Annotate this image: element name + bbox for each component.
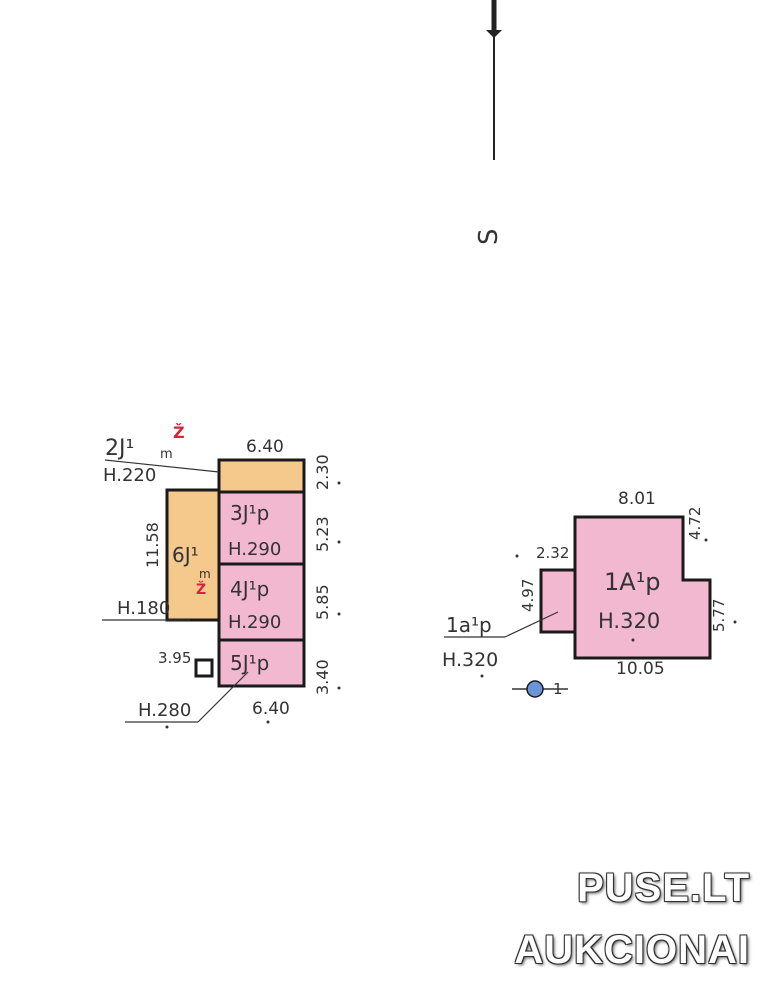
north-arrow-icon xyxy=(486,0,502,160)
label-annex-code: 1a¹p xyxy=(446,613,492,637)
label-5j1-height: H.280 xyxy=(138,700,191,721)
label-3j1-code: 3J¹p xyxy=(230,501,269,525)
dim-rb-annex-top: 2.32 xyxy=(536,544,569,562)
annex-1a1 xyxy=(539,568,577,634)
label-6j1-height: H.180 xyxy=(117,598,170,619)
building-1a1 xyxy=(573,515,712,660)
block-2j1 xyxy=(217,458,306,494)
block-4j1 xyxy=(217,562,306,642)
label-1a1-height: H.320 xyxy=(598,609,660,633)
north-arrow-label: S xyxy=(474,228,504,245)
small-annex xyxy=(194,658,214,678)
dim-rb-right-top: 4.72 xyxy=(686,507,704,540)
dim-right-3: 5.85 xyxy=(313,584,332,620)
dim-rb-top: 8.01 xyxy=(618,489,656,509)
dim-right-4: 3.40 xyxy=(313,659,332,695)
dim-rb-right: 5.77 xyxy=(710,599,728,632)
survey-marker-icon xyxy=(512,680,568,698)
dim-left-bottom: 6.40 xyxy=(252,699,290,719)
dim-rb-annex-side: 4.97 xyxy=(519,579,537,612)
dim-right-1: 2.30 xyxy=(313,454,332,490)
label-6j1-suffix: m xyxy=(199,567,211,581)
label-2j1-suffix: m xyxy=(160,447,173,462)
label-2j1-code: 2J¹ xyxy=(105,436,134,461)
label-1a1-code: 1A¹p xyxy=(604,568,661,596)
block-3j1 xyxy=(217,490,306,566)
dim-right-2: 5.23 xyxy=(313,516,332,552)
block-5j1 xyxy=(217,638,306,688)
dim-left-top: 6.40 xyxy=(246,437,284,457)
dim-rb-bottom: 10.05 xyxy=(616,659,665,679)
label-4j1-height: H.290 xyxy=(228,612,281,633)
label-5j1-code: 5J¹p xyxy=(230,651,269,675)
red-mark-2j1: Ž xyxy=(173,423,185,442)
label-6j1-code: 6J¹ xyxy=(172,543,199,567)
dim-left-length: 11.58 xyxy=(143,522,162,568)
red-mark-6j1: Ž xyxy=(196,581,206,598)
dim-left-small: 3.95 xyxy=(158,649,191,667)
marker-label: 1 xyxy=(553,680,563,698)
label-4j1-code: 4J¹p xyxy=(230,577,269,601)
label-annex-height: H.320 xyxy=(442,649,498,671)
watermark-line-1: PUSE.LT xyxy=(577,866,750,910)
label-3j1-height: H.290 xyxy=(228,539,281,560)
label-2j1-height: H.220 xyxy=(103,465,156,486)
watermark-line-2: AUKCIONAI xyxy=(514,928,750,972)
